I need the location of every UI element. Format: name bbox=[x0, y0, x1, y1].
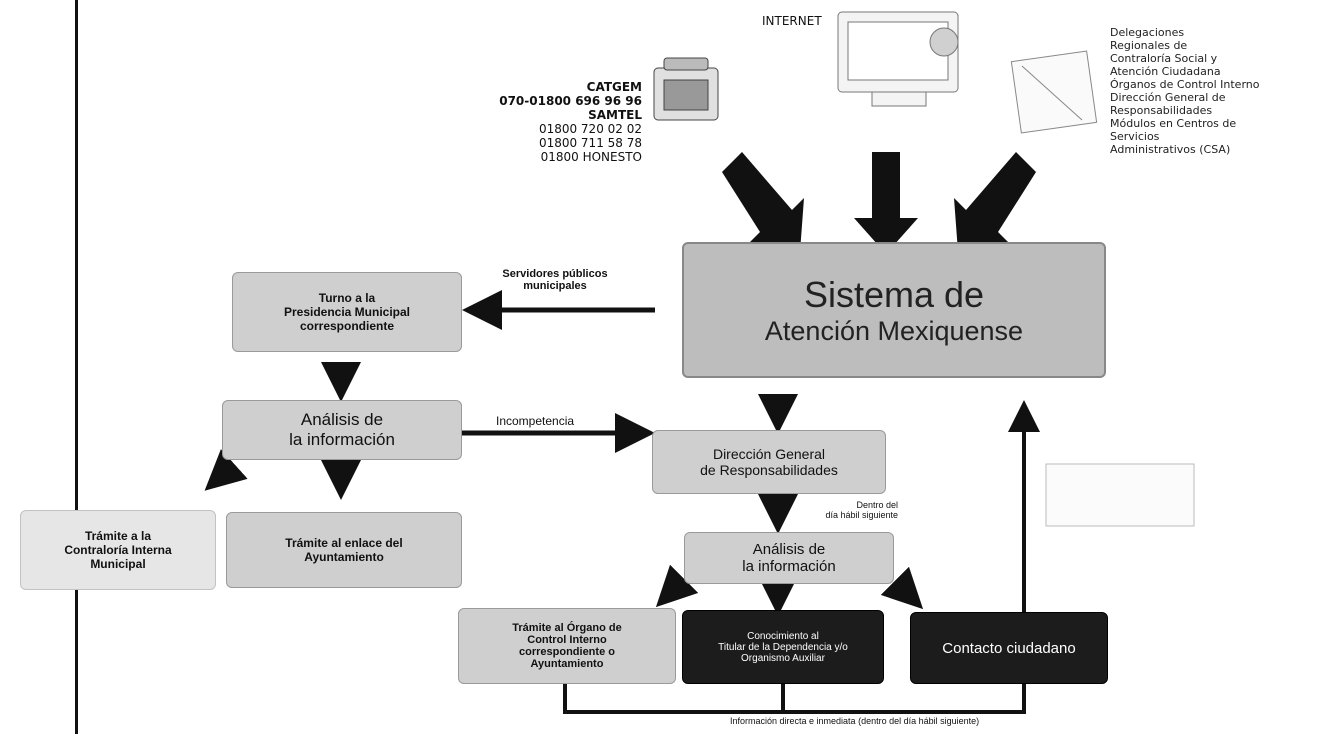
samtel-number-3: 01800 HONESTO bbox=[540, 150, 642, 164]
analisis-left-box: Análisis de la información bbox=[222, 400, 462, 460]
arrow-left-diag bbox=[204, 449, 248, 491]
turno-box: Turno a la Presidencia Municipal corresp… bbox=[232, 272, 462, 352]
mail-icon bbox=[1010, 50, 1098, 134]
samtel-label: SAMTEL bbox=[588, 108, 642, 122]
internet-label: INTERNET bbox=[762, 14, 822, 28]
bottom-bracket bbox=[563, 683, 1026, 714]
catgem-label: CATGEM bbox=[586, 80, 642, 94]
document-thumbnail-icon bbox=[1045, 463, 1195, 527]
input-arrow-center bbox=[854, 152, 918, 254]
main-system-line1: Sistema de bbox=[803, 273, 985, 315]
samtel-number-2: 01800 711 58 78 bbox=[538, 136, 642, 150]
info-footer-label: Información directa e inmediata (dentro … bbox=[730, 716, 980, 726]
computer-icon bbox=[837, 11, 959, 107]
contacto-ciudadano-box: Contacto ciudadano bbox=[910, 612, 1108, 684]
main-system-box: Sistema de Atención Mexiquense bbox=[682, 242, 1106, 378]
delegaciones-list: Delegaciones Regionales de Contraloría S… bbox=[1110, 26, 1260, 156]
input-arrow-left bbox=[722, 152, 804, 252]
arrow-right-diag-right bbox=[880, 566, 924, 610]
catgem-number: 070-01800 696 96 96 bbox=[499, 94, 642, 108]
main-system-line2: Atención Mexiquense bbox=[764, 315, 1024, 346]
input-arrow-right bbox=[954, 152, 1036, 252]
dentro-label: Dentro del día hábil siguiente bbox=[825, 500, 898, 520]
servidores-label: Servidores públicos municipales bbox=[502, 268, 608, 292]
tramite-enlace-box: Trámite al enlace del Ayuntamiento bbox=[226, 512, 462, 588]
direccion-general-box: Dirección General de Responsabilidades bbox=[652, 430, 886, 494]
arrow-right-diag-left bbox=[655, 564, 699, 608]
tramite-organo-box: Trámite al Órgano de Control Interno cor… bbox=[458, 608, 676, 684]
left-border-line bbox=[75, 0, 78, 734]
tramite-contraloria-box: Trámite a la Contraloría Interna Municip… bbox=[20, 510, 216, 590]
incompetencia-label: Incompetencia bbox=[496, 414, 575, 428]
analisis-right-box: Análisis de la información bbox=[684, 532, 894, 584]
phone-icon bbox=[653, 57, 719, 121]
conocimiento-box: Conocimiento al Titular de la Dependenci… bbox=[682, 610, 884, 684]
phone-contacts: CATGEM 070-01800 696 96 96 SAMTEL 01800 … bbox=[430, 80, 642, 164]
samtel-number-1: 01800 720 02 02 bbox=[538, 122, 642, 136]
